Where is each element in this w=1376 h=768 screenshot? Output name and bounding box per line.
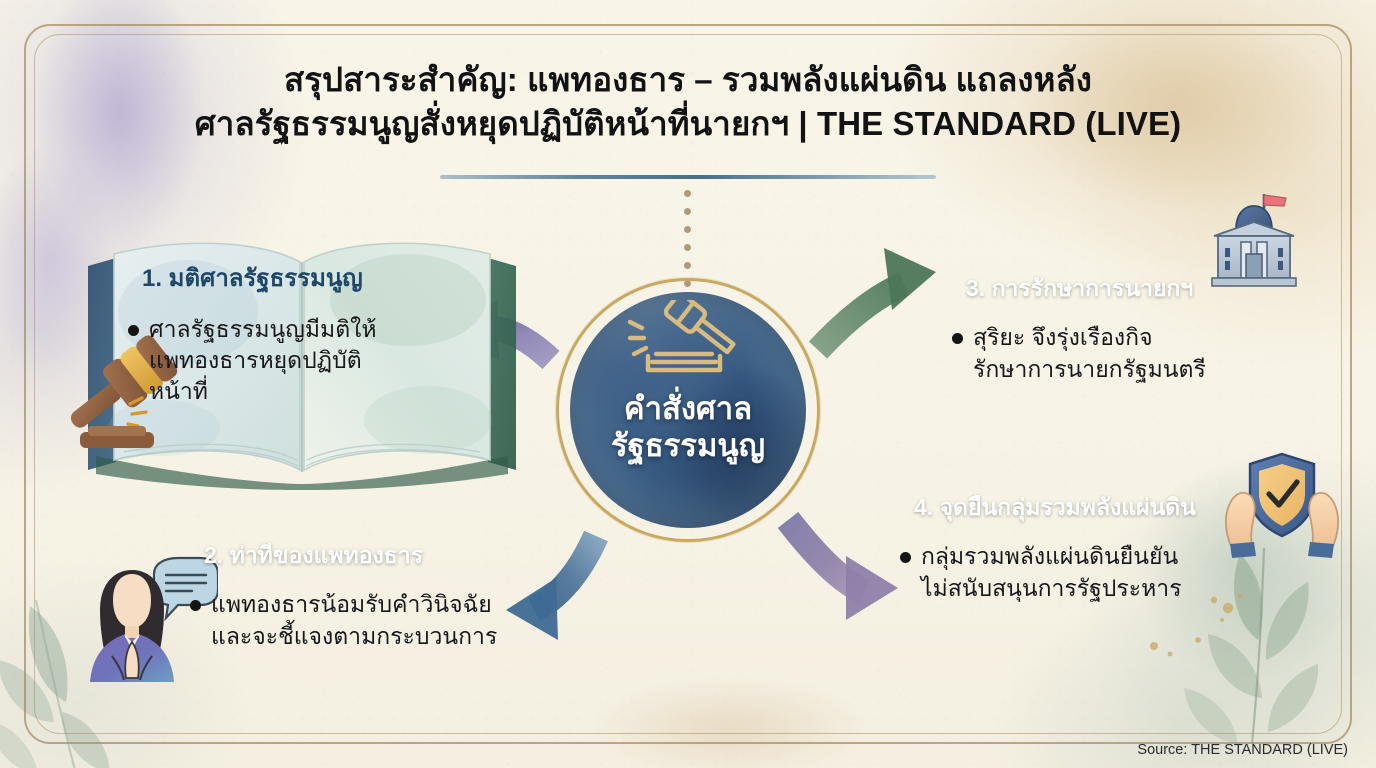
node-2-body: แพทองธารน้อมรับคำวินิจฉัย และจะชี้แจงตาม… bbox=[190, 589, 560, 652]
node-2[interactable]: 2. ท่าทีของแพทองธาร แพทองธารน้อมรับคำวิน… bbox=[180, 531, 560, 652]
node-1-body: ศาลรัฐธรรมนูญมีมติให้ แพทองธารหยุดปฏิบัต… bbox=[128, 314, 458, 408]
node-1-text-line-3: หน้าที่ bbox=[149, 378, 208, 405]
page-title-line-2: ศาลรัฐธรรมนูญสั่งหยุดปฏิบัติหน้าที่นายกฯ… bbox=[194, 104, 1182, 142]
node-2-text-line-2: และจะชี้แจงตามกระบวนการ bbox=[211, 622, 498, 649]
shield-hands-icon bbox=[1225, 452, 1339, 558]
node-1[interactable]: 1. มติศาลรัฐธรรมนูญ ศาลรัฐธรรมนูญมีมติให… bbox=[128, 258, 458, 407]
node-4-text-line-2: ไม่สนับสนุนการรัฐประหาร bbox=[921, 574, 1182, 601]
node-1-heading: 1. มติศาลรัฐธรรมนูญ bbox=[142, 265, 363, 292]
node-1-text-line-2: แพทองธารหยุดปฏิบัติ bbox=[149, 346, 362, 373]
government-building-icon bbox=[1211, 194, 1297, 287]
node-2-heading-text: 2. ท่าทีของแพทองธาร bbox=[204, 542, 424, 568]
bullet-icon bbox=[952, 333, 963, 345]
node-4[interactable]: 4. จุดยืนกลุ่มรวมพลังแผ่นดิน กลุ่มรวมพลั… bbox=[890, 483, 1300, 604]
node-1-text-line-1: ศาลรัฐธรรมนูญมีมติให้ bbox=[149, 315, 377, 342]
bullet-icon bbox=[900, 552, 911, 564]
node-3[interactable]: 3. การรักษาการนายกฯ สุริยะ จึงรุ่งเรืองก… bbox=[942, 264, 1302, 385]
center-label-line-1: คำสั่งศาล bbox=[623, 391, 753, 426]
node-4-text-line-1: กลุ่มรวมพลังแผ่นดินยืนยัน bbox=[921, 543, 1179, 570]
open-book-icon bbox=[88, 242, 516, 490]
gavel-icon bbox=[627, 300, 736, 373]
gavel-hammer-icon bbox=[70, 335, 178, 448]
node-2-heading: 2. ท่าทีของแพทองธาร bbox=[180, 531, 454, 584]
title-divider bbox=[440, 175, 936, 179]
watercolor-wash-tan bbox=[956, 0, 1376, 300]
source-credit: Source: THE STANDARD (LIVE) bbox=[1137, 742, 1348, 758]
page-title-line-1: สรุปสาระสำคัญ: แพทองธาร – รวมพลังแผ่นดิน… bbox=[283, 61, 1093, 98]
page-title: สรุปสาระสำคัญ: แพทองธาร – รวมพลังแผ่นดิน… bbox=[88, 58, 1288, 146]
node-3-body: สุริยะ จึงรุ่งเรืองกิจ รักษาการนายกรัฐมน… bbox=[952, 322, 1302, 385]
node-3-heading-text: 3. การรักษาการนายกฯ bbox=[966, 275, 1194, 301]
watercolor-wash-bottom bbox=[520, 638, 940, 768]
watercolor-wash-green bbox=[1076, 430, 1376, 768]
node-3-text-line-2: รักษาการนายกรัฐมนตรี bbox=[973, 355, 1206, 382]
node-2-text-line-1: แพทองธารน้อมรับคำวินิจฉัย bbox=[211, 591, 492, 618]
person-speech-icon bbox=[90, 556, 218, 682]
bullet-icon bbox=[128, 324, 139, 336]
node-3-heading: 3. การรักษาการนายกฯ bbox=[942, 264, 1224, 317]
node-3-text-line-1: สุริยะ จึงรุ่งเรืองกิจ bbox=[973, 324, 1153, 351]
center-label: คำสั่งศาล รัฐธรรมนูญ bbox=[556, 390, 820, 464]
center-gold-ring bbox=[556, 278, 820, 542]
node-4-heading: 4. จุดยืนกลุ่มรวมพลังแผ่นดิน bbox=[890, 483, 1226, 536]
center-label-line-2: รัฐธรรมนูญ bbox=[610, 428, 766, 464]
node-4-body: กลุ่มรวมพลังแผ่นดินยืนยัน ไม่สนับสนุนการ… bbox=[900, 541, 1300, 604]
center-node: คำสั่งศาล รัฐธรรมนูญ bbox=[556, 278, 820, 542]
node-4-heading-text: 4. จุดยืนกลุ่มรวมพลังแผ่นดิน bbox=[914, 494, 1196, 520]
bullet-icon bbox=[190, 600, 201, 612]
